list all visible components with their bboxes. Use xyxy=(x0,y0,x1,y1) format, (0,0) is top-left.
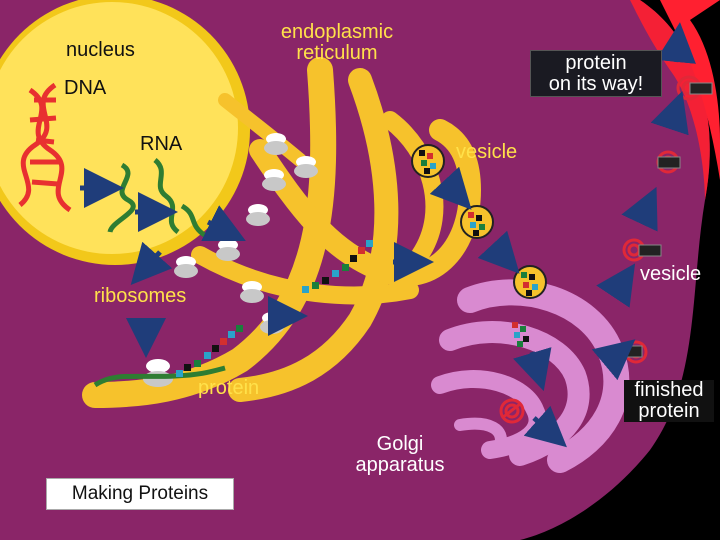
finished-protein-box: finished protein xyxy=(624,380,714,422)
arrow-up-1 xyxy=(596,263,636,308)
arrow-vesicle-2 xyxy=(477,230,520,274)
er-label-line1: endoplasmic xyxy=(280,21,394,43)
chain-bottom xyxy=(176,325,243,377)
arrow-er-right xyxy=(201,205,246,241)
vesicle-label-right: vesicle xyxy=(640,263,702,285)
ribosome xyxy=(216,239,240,261)
arrow-golgi-exit xyxy=(523,405,567,448)
ribosome xyxy=(240,281,264,303)
ribosome xyxy=(246,204,270,226)
vesicle-label-top: vesicle xyxy=(456,141,518,163)
protein-on-its-way-box: protein on its way! xyxy=(530,50,662,97)
dna-label: DNA xyxy=(64,77,107,99)
amino-acid-chains xyxy=(176,240,373,377)
arrow-up-exit xyxy=(656,22,696,64)
vesicles xyxy=(411,144,547,347)
vesicle xyxy=(513,265,547,299)
er-label: endoplasmic reticulum xyxy=(262,22,412,64)
vesicle xyxy=(411,144,445,178)
golgi-line2: apparatus xyxy=(355,454,445,476)
arrow-to-membrane-1 xyxy=(591,339,636,381)
chain-middle xyxy=(302,240,373,293)
membrane-gap xyxy=(690,0,720,140)
arrow-up-2 xyxy=(621,186,658,232)
ribosome xyxy=(264,133,288,155)
ribosomes-label: ribosomes xyxy=(94,285,187,307)
mrna-strand xyxy=(93,365,226,388)
er-label-line2: reticulum xyxy=(296,42,378,64)
arrow-to-ribosomes xyxy=(130,241,173,285)
arrow-golgi-down xyxy=(513,347,552,392)
ribosome xyxy=(262,169,286,191)
flow-arrows xyxy=(80,22,696,448)
ribosome xyxy=(294,156,318,178)
protein-way-line1: protein xyxy=(565,51,627,74)
ribosomes-group xyxy=(143,133,318,387)
finished-line2: protein xyxy=(638,400,700,422)
rna-label: RNA xyxy=(140,133,183,155)
vesicle xyxy=(460,205,494,239)
golgi-label: Golgi apparatus xyxy=(340,434,460,476)
protein-coil xyxy=(499,398,525,424)
arrow-up-3 xyxy=(650,91,689,136)
finished-line1: finished xyxy=(634,379,704,401)
golgi-line1: Golgi xyxy=(376,433,424,455)
title-box: Making Proteins xyxy=(46,478,234,510)
golgi-vesicle xyxy=(512,322,529,347)
dna-helix xyxy=(18,82,72,213)
ribosome xyxy=(174,256,198,278)
protein-way-line2: on its way! xyxy=(548,72,644,95)
arrow-vesicle-1 xyxy=(429,166,472,210)
nucleus-label: nucleus xyxy=(66,39,135,61)
protein-label: protein xyxy=(198,377,260,399)
